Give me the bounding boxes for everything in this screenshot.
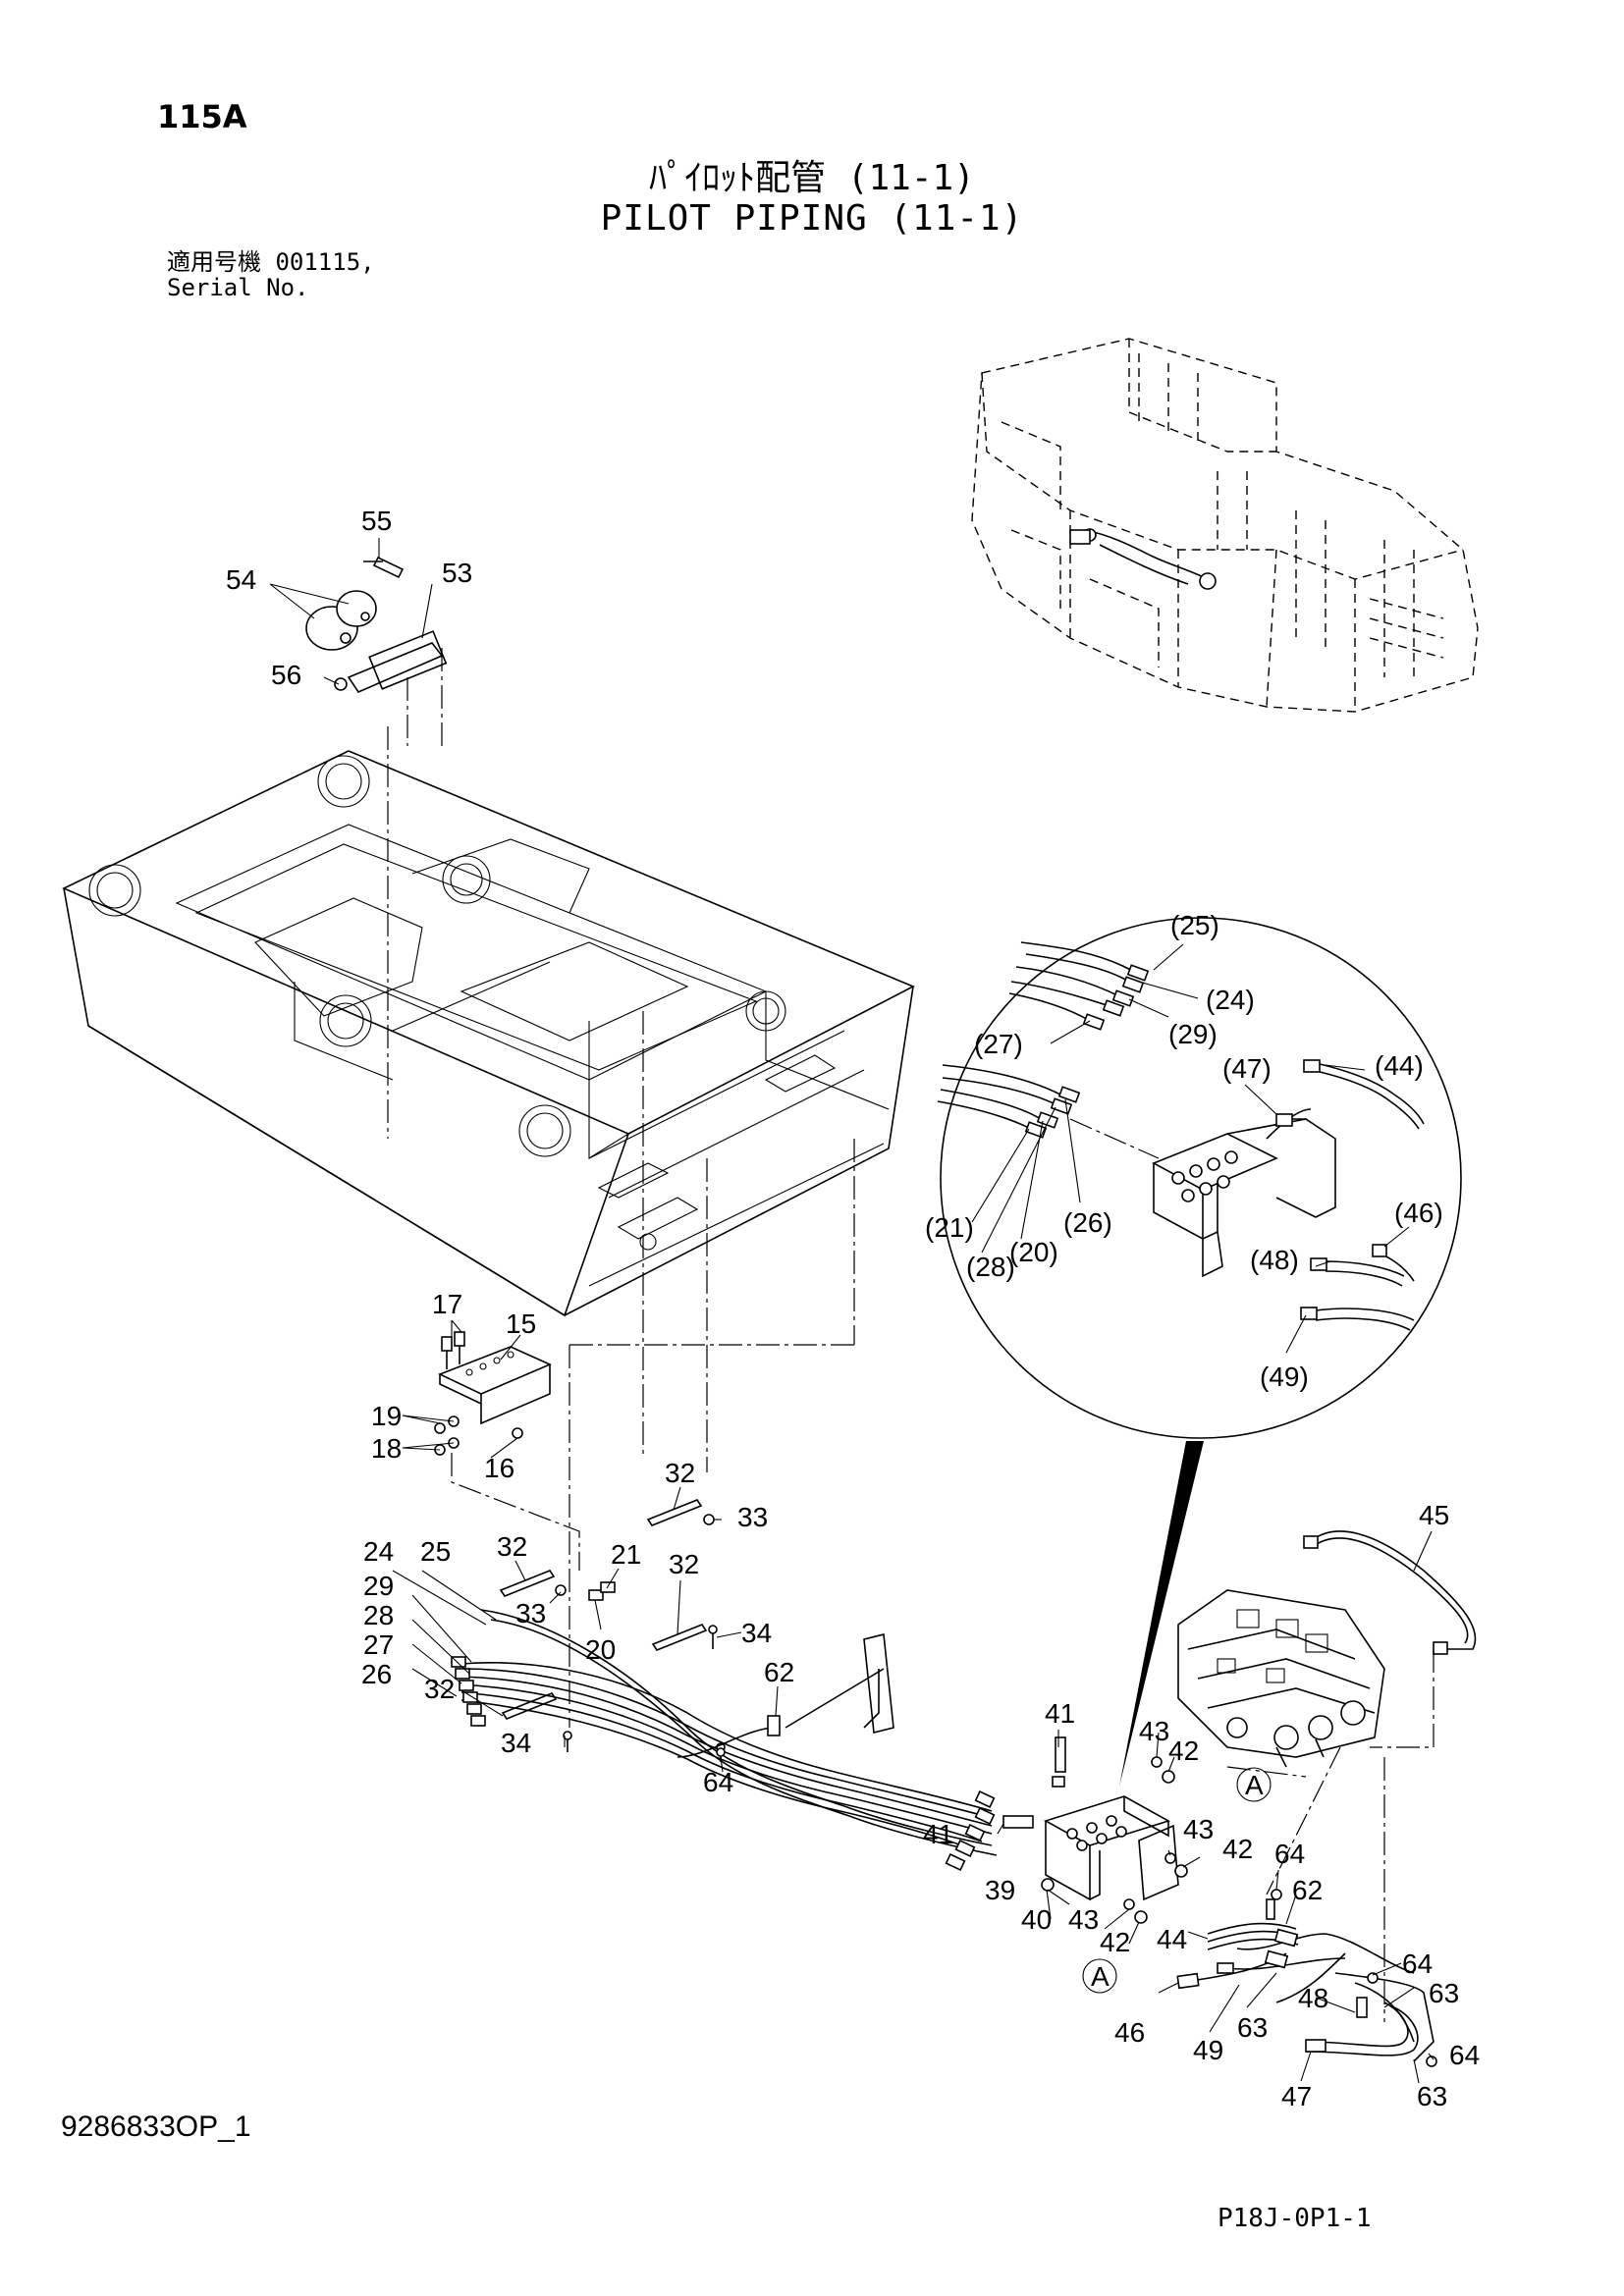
callout-64-b: 64 (1274, 1839, 1305, 1869)
callout-45: 45 (1419, 1500, 1449, 1530)
callout-41-b: 41 (923, 1819, 953, 1849)
callout-16: 16 (484, 1453, 514, 1483)
callout-32-c: 32 (669, 1549, 699, 1579)
detail-callout-27: (27) (974, 1029, 1023, 1059)
callout-41-a: 41 (1045, 1698, 1075, 1729)
callout-19: 19 (371, 1401, 402, 1431)
bracket-assembly-15 (434, 1331, 580, 1571)
document-number: 9286833OP_1 (61, 2110, 251, 2143)
lower-hose-group (1176, 1746, 1437, 2067)
leader-lines (269, 538, 1435, 2084)
detail-callout-48: (48) (1250, 1245, 1299, 1275)
callout-21: 21 (611, 1539, 641, 1570)
callout-42-b: 42 (1222, 1834, 1253, 1864)
clamps (499, 1499, 726, 1762)
callout-64-c: 64 (1402, 1949, 1433, 1979)
callout-62-b: 62 (1292, 1875, 1323, 1905)
applicable-value: 001115, (275, 248, 375, 276)
callout-26: 26 (361, 1659, 392, 1689)
solenoid-valve-block (1002, 1441, 1204, 1924)
serial-label: Serial No. (167, 274, 309, 301)
detail-callout-28: (28) (966, 1252, 1015, 1282)
pilot-hose-bundle (451, 1581, 998, 1871)
callout-17: 17 (432, 1289, 462, 1319)
detail-callout-47: (47) (1222, 1053, 1272, 1084)
detail-callout-24: (24) (1206, 985, 1255, 1015)
callout-56: 56 (271, 660, 301, 690)
callout-34-a: 34 (741, 1618, 772, 1648)
callout-32-d: 32 (424, 1674, 455, 1704)
callout-64-a: 64 (703, 1767, 733, 1797)
callout-64-d: 64 (1449, 2040, 1480, 2070)
title-japanese: ﾊﾟｲﾛｯﾄ配管 (11-1) (649, 158, 975, 198)
callout-40: 40 (1021, 1904, 1052, 1935)
upperstructure-frame (62, 726, 915, 1728)
page-code: 115A (157, 98, 247, 135)
callout-48: 48 (1298, 1983, 1328, 2013)
callout-43-a: 43 (1139, 1716, 1169, 1746)
callout-63-a: 63 (1429, 1978, 1459, 2008)
callout-47: 47 (1281, 2081, 1312, 2111)
callout-32-a: 32 (665, 1458, 695, 1488)
detail-callout-29: (29) (1168, 1019, 1218, 1049)
page-reference: P18J-0P1-1 (1218, 2204, 1372, 2233)
machine-overview-illustration (971, 338, 1479, 713)
callout-A-1: A (1245, 1770, 1264, 1800)
control-valve (1177, 1530, 1477, 2022)
callout-55: 55 (361, 506, 392, 536)
detail-callout-46: (46) (1394, 1198, 1443, 1228)
detail-callout-26: (26) (1063, 1207, 1112, 1238)
detail-callout-44: (44) (1375, 1050, 1424, 1081)
callout-63-b: 63 (1237, 2012, 1268, 2043)
callout-27: 27 (363, 1629, 394, 1660)
callout-54: 54 (226, 564, 256, 595)
callout-43-c: 43 (1068, 1904, 1099, 1935)
callout-28: 28 (363, 1600, 394, 1630)
callout-42-c: 42 (1100, 1927, 1130, 1957)
callout-20: 20 (585, 1634, 616, 1665)
callout-32-b: 32 (497, 1531, 527, 1562)
detail-callout-20: (20) (1009, 1237, 1058, 1267)
callout-43-b: 43 (1183, 1814, 1214, 1844)
callout-46: 46 (1114, 2017, 1145, 2048)
callout-24: 24 (363, 1536, 394, 1567)
detail-callout-25: (25) (1170, 910, 1219, 940)
callout-63-c: 63 (1417, 2081, 1447, 2111)
callout-numbers: 55 54 53 56 17 15 19 18 16 32 33 32 33 3… (226, 506, 1480, 2111)
callout-33-a: 33 (737, 1502, 768, 1532)
callout-39: 39 (985, 1875, 1015, 1905)
callout-25: 25 (420, 1536, 451, 1567)
detail-callout-49: (49) (1260, 1362, 1309, 1392)
applicability-block: 適用号機 001115, Serial No. (167, 249, 375, 300)
detail-callout-21: (21) (925, 1212, 974, 1243)
callout-A-2: A (1091, 1961, 1110, 1992)
callout-34-b: 34 (501, 1728, 531, 1758)
callout-33-b: 33 (515, 1598, 546, 1629)
callout-42-a: 42 (1168, 1735, 1199, 1766)
callout-18: 18 (371, 1433, 402, 1464)
title-english: PILOT PIPING (11-1) (600, 198, 1024, 239)
applicable-label: 適用号機 (167, 248, 261, 276)
callout-44: 44 (1157, 1924, 1187, 1954)
callout-62-a: 62 (764, 1657, 794, 1687)
callout-29: 29 (363, 1571, 394, 1601)
detail-view-circle (937, 917, 1462, 1439)
callout-15: 15 (506, 1308, 536, 1339)
callout-53: 53 (442, 558, 472, 588)
callout-49: 49 (1193, 2035, 1223, 2065)
filter-assembly (305, 556, 448, 746)
